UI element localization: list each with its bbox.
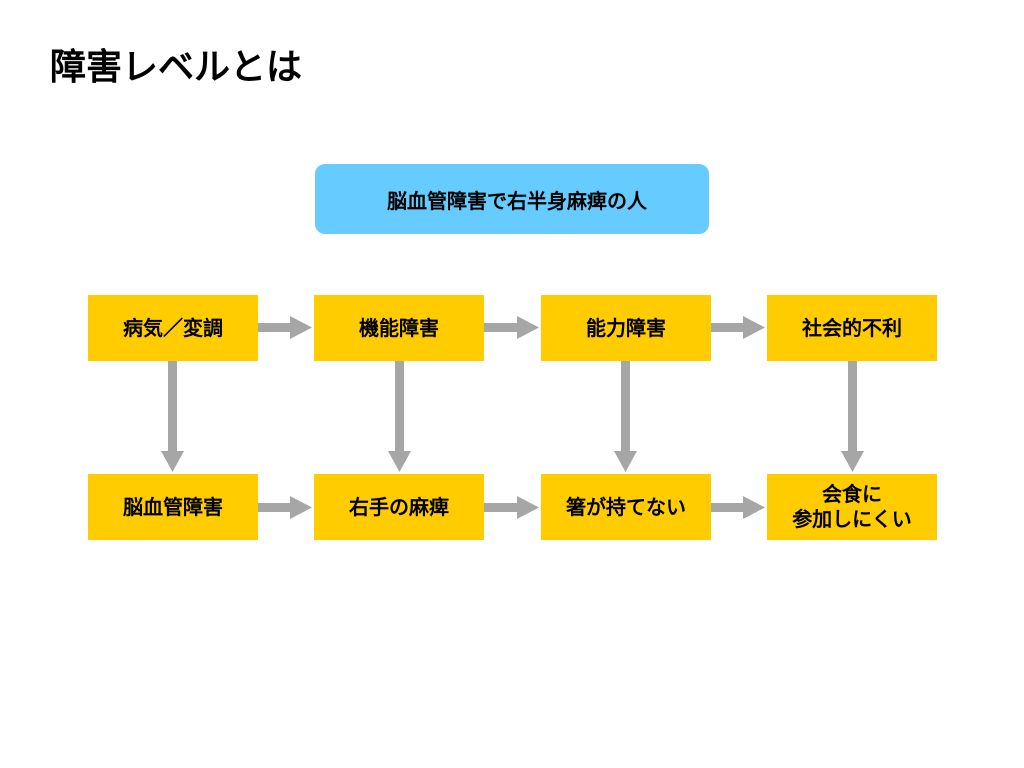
example-label: 箸が持てない [566,494,686,519]
example-label: 会食に 参加しにくい [792,482,912,531]
arrow-right-icon [711,496,765,519]
arrow-down-icon [161,361,184,472]
arrow-right-icon [258,316,312,339]
example-box-impairment: 右手の麻痺 [314,474,484,540]
arrow-down-icon [388,361,411,472]
arrow-right-icon [484,316,539,339]
arrow-right-icon [258,496,312,519]
level-label: 病気／変調 [123,315,223,340]
example-box-disability: 箸が持てない [541,474,711,540]
slide-title: 障害レベルとは [50,47,303,88]
level-label: 社会的不利 [802,315,902,340]
level-label: 機能障害 [359,315,439,340]
arrow-down-icon [614,361,637,472]
level-label: 能力障害 [586,315,666,340]
example-box-handicap: 会食に 参加しにくい [767,474,937,540]
example-label: 右手の麻痺 [349,494,449,519]
arrow-right-icon [484,496,539,519]
example-box-disease: 脳血管障害 [88,474,258,540]
level-box-impairment: 機能障害 [314,295,484,361]
arrow-right-icon [711,316,765,339]
case-description-label: 脳血管障害で右半身麻痺の人 [387,188,647,213]
level-box-disease: 病気／変調 [88,295,258,361]
level-box-handicap: 社会的不利 [767,295,937,361]
example-label: 脳血管障害 [123,494,223,519]
case-description-box: 脳血管障害で右半身麻痺の人 [315,164,709,234]
arrow-down-icon [841,361,864,472]
level-box-disability: 能力障害 [541,295,711,361]
